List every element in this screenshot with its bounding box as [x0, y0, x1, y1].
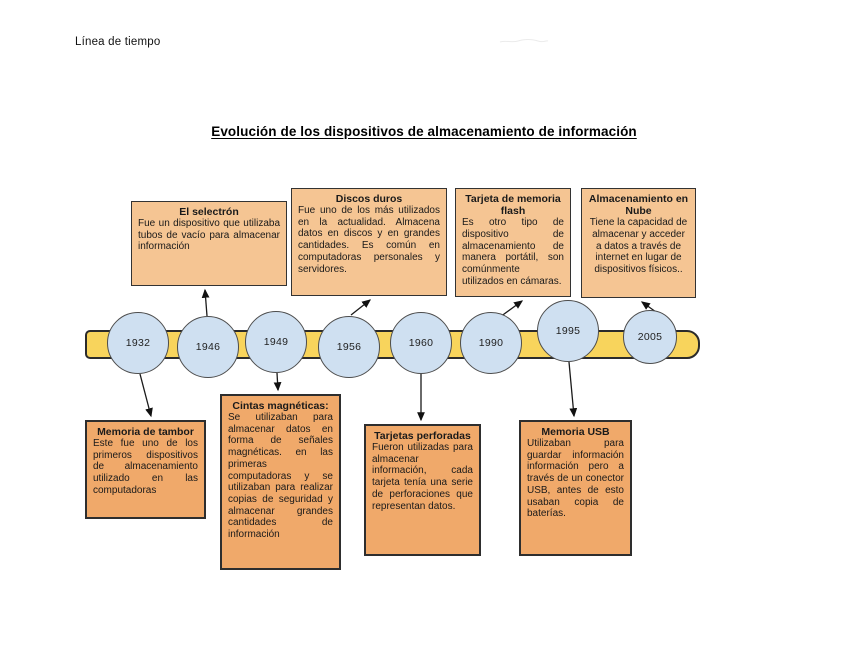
box-title: El selectrón — [179, 206, 239, 218]
box-body: Se utilizaban para almacenar datos en fo… — [228, 412, 333, 540]
timeline-year-1990: 1990 — [460, 312, 522, 374]
document-header: Línea de tiempo — [75, 36, 161, 48]
timeline-year-1960: 1960 — [390, 312, 452, 374]
timeline-year-2005: 2005 — [623, 310, 677, 364]
info-box-cintas-magneticas: Cintas magnéticas: Se utilizaban para al… — [220, 394, 341, 570]
year-label: 1946 — [195, 341, 221, 353]
year-label: 1960 — [408, 337, 434, 349]
box-body: Utilizaban para guardar información info… — [527, 438, 624, 520]
info-box-tarjeta-memoria-flash: Tarjeta de memoria flash Es otro tipo de… — [455, 188, 571, 297]
box-title: Tarjetas perforadas — [374, 430, 471, 442]
timeline-year-1995: 1995 — [537, 300, 599, 362]
box-body: Fue un dispositivo que utilizaba tubos d… — [138, 218, 280, 253]
page-title: Evolución de los dispositivos de almacen… — [211, 124, 637, 139]
box-title: Almacenamiento en Nube — [588, 193, 689, 218]
timeline-year-1956: 1956 — [318, 316, 380, 378]
year-label: 1995 — [555, 325, 581, 337]
box-body: Fue uno de los más utilizados en la actu… — [298, 205, 440, 275]
box-body: Este fue uno de los primeros dispositivo… — [93, 438, 198, 496]
timeline-year-1946: 1946 — [177, 316, 239, 378]
year-label: 1956 — [336, 341, 362, 353]
box-body: Es otro tipo de dispositivo de almacenam… — [462, 217, 564, 287]
box-title: Memoria de tambor — [97, 426, 194, 438]
box-title: Memoria USB — [541, 426, 610, 438]
box-title: Cintas magnéticas: — [232, 400, 329, 412]
info-box-discos-duros: Discos duros Fue uno de los más utilizad… — [291, 188, 447, 296]
timeline-year-1949: 1949 — [245, 311, 307, 373]
info-box-almacenamiento-nube: Almacenamiento en Nube Tiene la capacida… — [581, 188, 696, 298]
box-body: Fueron utilizadas para almacenar informa… — [372, 442, 473, 512]
info-box-el-selectron: El selectrón Fue un dispositivo que util… — [131, 201, 287, 286]
box-title: Discos duros — [335, 193, 403, 205]
info-box-tarjetas-perforadas: Tarjetas perforadas Fueron utilizadas pa… — [364, 424, 481, 556]
box-body: Tiene la capacidad de almacenar y accede… — [589, 217, 688, 275]
year-label: 1949 — [263, 336, 289, 348]
year-label: 1990 — [478, 337, 504, 349]
timeline-year-1932: 1932 — [107, 312, 169, 374]
info-box-memoria-de-tambor: Memoria de tambor Este fue uno de los pr… — [85, 420, 206, 519]
box-title: Tarjeta de memoria flash — [465, 193, 561, 218]
year-label: 2005 — [637, 331, 663, 343]
faint-pencil-mark — [499, 39, 549, 43]
info-box-memoria-usb: Memoria USB Utilizaban para guardar info… — [519, 420, 632, 556]
year-label: 1932 — [125, 337, 151, 349]
